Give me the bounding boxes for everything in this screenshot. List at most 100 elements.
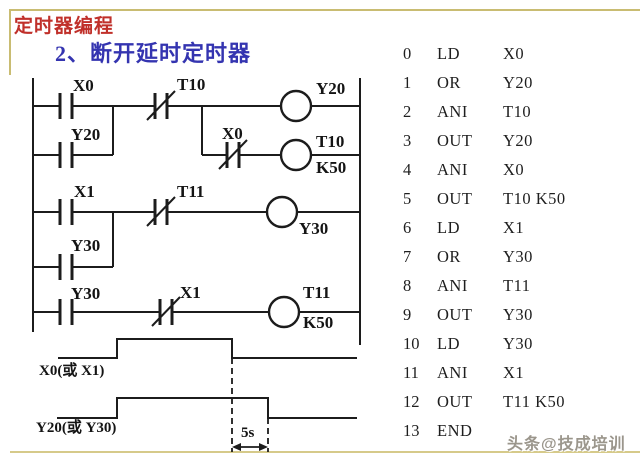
instruction-step: 2 bbox=[403, 102, 412, 121]
instruction-operand: T11 K50 bbox=[503, 392, 566, 411]
instruction-opcode: OUT bbox=[437, 392, 473, 411]
instruction-step: 12 bbox=[403, 392, 420, 411]
instruction-opcode: OUT bbox=[437, 305, 473, 324]
instruction-row: 13 END bbox=[403, 421, 623, 450]
ladder-label-x1: X1 bbox=[74, 182, 95, 201]
instruction-list: 0 LD X0 1 OR Y20 2 ANI T10 3 OUT Y20 4 A… bbox=[403, 44, 623, 450]
timing-chart bbox=[57, 338, 357, 452]
ladder-label-y30-r3: Y30 bbox=[71, 284, 101, 303]
ladder-label-t10-coil: T10 bbox=[316, 132, 345, 151]
ladder-label-y30-coil: Y30 bbox=[299, 219, 329, 238]
contact-t10-nc-icon bbox=[153, 93, 169, 119]
ladder-label-k50-2: K50 bbox=[303, 313, 334, 332]
instruction-step: 11 bbox=[403, 363, 419, 382]
slide-border-left bbox=[9, 9, 11, 75]
contact-x1-nc-slash bbox=[151, 296, 181, 327]
instruction-row: 11 ANI X1 bbox=[403, 363, 623, 392]
instruction-operand: X0 bbox=[503, 160, 525, 179]
instruction-step: 3 bbox=[403, 131, 412, 150]
ladder-rung-1 bbox=[33, 89, 360, 172]
ladder-label-t11-coil: T11 bbox=[303, 283, 331, 302]
contact-x1-nc-icon bbox=[158, 299, 174, 325]
slide-border-bottom bbox=[10, 451, 640, 453]
timing-delay-label: 5s bbox=[241, 425, 255, 441]
instruction-opcode: OR bbox=[437, 73, 461, 92]
ladder-rung-2 bbox=[33, 195, 360, 280]
ladder-label-x1-nc: X1 bbox=[180, 283, 201, 302]
instruction-step: 5 bbox=[403, 189, 412, 208]
instruction-opcode: ANI bbox=[437, 276, 468, 295]
instruction-operand: Y30 bbox=[503, 305, 533, 324]
contact-t10-nc-slash bbox=[146, 90, 176, 121]
instruction-opcode: LD bbox=[437, 334, 460, 353]
instruction-row: 6 LD X1 bbox=[403, 218, 623, 247]
timing-delay-arrow-icon bbox=[232, 443, 268, 451]
ladder-rung-3 bbox=[33, 295, 360, 329]
ladder-label-x0: X0 bbox=[73, 76, 94, 95]
contact-y30-rung3-icon bbox=[58, 299, 74, 325]
timing-wave-y20 bbox=[57, 397, 357, 419]
coil-t10-icon bbox=[279, 138, 313, 172]
slide-border-top bbox=[9, 9, 640, 11]
coil-y30-icon bbox=[265, 195, 299, 229]
timing-wave-x0 bbox=[58, 338, 357, 359]
page-title: 定时器编程 bbox=[14, 16, 115, 37]
ladder-label-t10-nc: T10 bbox=[177, 75, 206, 94]
instruction-row: 5 OUT T10 K50 bbox=[403, 189, 623, 218]
page-subtitle: 2、断开延时定时器 bbox=[55, 41, 252, 66]
instruction-opcode: END bbox=[437, 421, 473, 440]
instruction-step: 6 bbox=[403, 218, 412, 237]
instruction-operand: T10 bbox=[503, 102, 532, 121]
contact-y30-icon bbox=[58, 254, 74, 280]
ladder-label-t11-nc: T11 bbox=[177, 182, 205, 201]
instruction-step: 10 bbox=[403, 334, 420, 353]
instruction-opcode: ANI bbox=[437, 363, 468, 382]
instruction-opcode: OUT bbox=[437, 131, 473, 150]
instruction-row: 7 OR Y30 bbox=[403, 247, 623, 276]
instruction-opcode: ANI bbox=[437, 160, 468, 179]
instruction-row: 10 LD Y30 bbox=[403, 334, 623, 363]
instruction-opcode: ANI bbox=[437, 102, 468, 121]
timing-signal1-label: X0(或 X1) bbox=[39, 363, 105, 379]
contact-x0-icon bbox=[58, 93, 74, 119]
instruction-step: 9 bbox=[403, 305, 412, 324]
instruction-opcode: LD bbox=[437, 218, 460, 237]
instruction-operand: X0 bbox=[503, 44, 525, 63]
instruction-operand: Y20 bbox=[503, 131, 533, 150]
instruction-opcode: OR bbox=[437, 247, 461, 266]
ladder-label-x0-nc: X0 bbox=[222, 124, 243, 143]
instruction-operand: Y30 bbox=[503, 247, 533, 266]
instruction-row: 8 ANI T11 bbox=[403, 276, 623, 305]
ladder-label-k50-1: K50 bbox=[316, 158, 347, 177]
contact-x0-nc-slash bbox=[218, 139, 248, 170]
instruction-operand: X1 bbox=[503, 363, 525, 382]
instruction-row: 1 OR Y20 bbox=[403, 73, 623, 102]
instruction-operand: Y20 bbox=[503, 73, 533, 92]
ladder-label-y30: Y30 bbox=[71, 236, 101, 255]
ladder-label-y20-coil: Y20 bbox=[316, 79, 346, 98]
coil-t11-icon bbox=[267, 295, 301, 329]
contact-y20-icon bbox=[58, 142, 74, 168]
instruction-operand: Y30 bbox=[503, 334, 533, 353]
instruction-row: 4 ANI X0 bbox=[403, 160, 623, 189]
instruction-row: 3 OUT Y20 bbox=[403, 131, 623, 160]
instruction-row: 9 OUT Y30 bbox=[403, 305, 623, 334]
instruction-step: 0 bbox=[403, 44, 412, 63]
contact-x0-nc-icon bbox=[225, 142, 241, 168]
instruction-row: 12 OUT T11 K50 bbox=[403, 392, 623, 421]
ladder-label-y20: Y20 bbox=[71, 125, 101, 144]
contact-t11-nc-slash bbox=[146, 196, 176, 227]
instruction-step: 7 bbox=[403, 247, 412, 266]
instruction-step: 13 bbox=[403, 421, 420, 440]
contact-x1-icon bbox=[58, 199, 74, 225]
watermark: 头条@技成培训 bbox=[507, 436, 626, 453]
instruction-opcode: OUT bbox=[437, 189, 473, 208]
instruction-operand: X1 bbox=[503, 218, 525, 237]
instruction-step: 4 bbox=[403, 160, 412, 179]
instruction-step: 1 bbox=[403, 73, 412, 92]
instruction-operand: T10 K50 bbox=[503, 189, 566, 208]
instruction-step: 8 bbox=[403, 276, 412, 295]
contact-t11-nc-icon bbox=[153, 199, 169, 225]
instruction-row: 0 LD X0 bbox=[403, 44, 623, 73]
